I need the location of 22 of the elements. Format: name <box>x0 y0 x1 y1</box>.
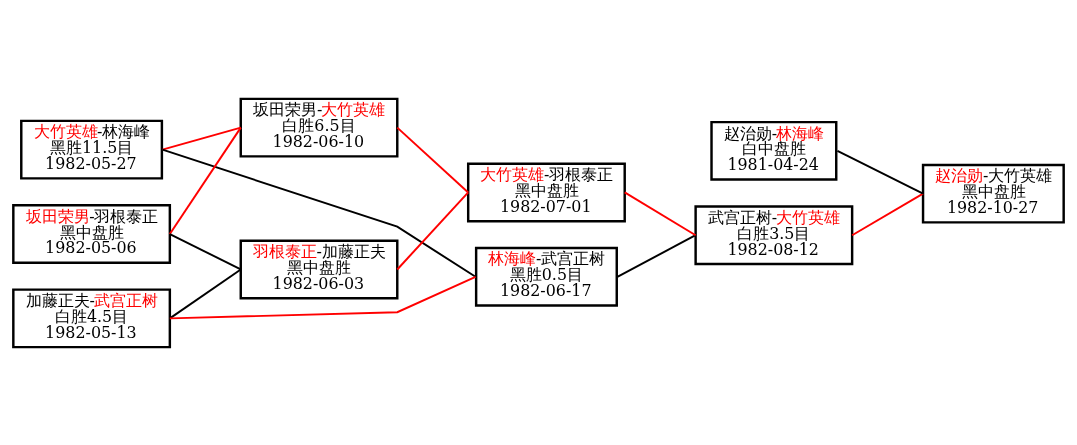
connector <box>836 149 925 195</box>
connector <box>396 126 470 193</box>
node-box: 坂田荣男-大竹英雄 白胜6.5目 1982-06-10 <box>239 97 399 158</box>
node-box: 羽根泰正-加藤正夫 黑中盘胜 1982-06-03 <box>239 239 399 299</box>
node-box: 赵治勋-大竹英雄 黑中盘胜 1982-10-27 <box>921 163 1065 224</box>
connector <box>851 192 925 236</box>
connector <box>168 232 242 270</box>
node-box: 大竹英雄-林海峰 黑胜11.5目 1982-05-27 <box>20 119 164 180</box>
connector <box>616 233 697 278</box>
node-box: 大竹英雄-羽根泰正 黑中盘胜 1982-07-01 <box>466 161 626 222</box>
connector <box>396 190 470 270</box>
connector <box>168 126 242 235</box>
connector <box>623 190 697 236</box>
connector <box>161 126 242 151</box>
connector <box>168 275 477 319</box>
node-box: 武宫正树-大竹英雄 白胜3.5目 1982-08-12 <box>694 204 854 265</box>
connector <box>168 267 242 319</box>
node-box: 林海峰-武宫正树 黑胜0.5目 1982-06-17 <box>474 246 618 307</box>
node-box: 赵治勋-林海峰 白中盘胜 1981-04-24 <box>710 120 838 181</box>
node-box: 坂田荣男-羽根泰正 黑中盘胜 1982-05-06 <box>12 203 172 264</box>
connector <box>161 148 477 278</box>
node-box: 加藤正夫-武宫正树 白胜4.5目 1982-05-13 <box>12 287 172 348</box>
